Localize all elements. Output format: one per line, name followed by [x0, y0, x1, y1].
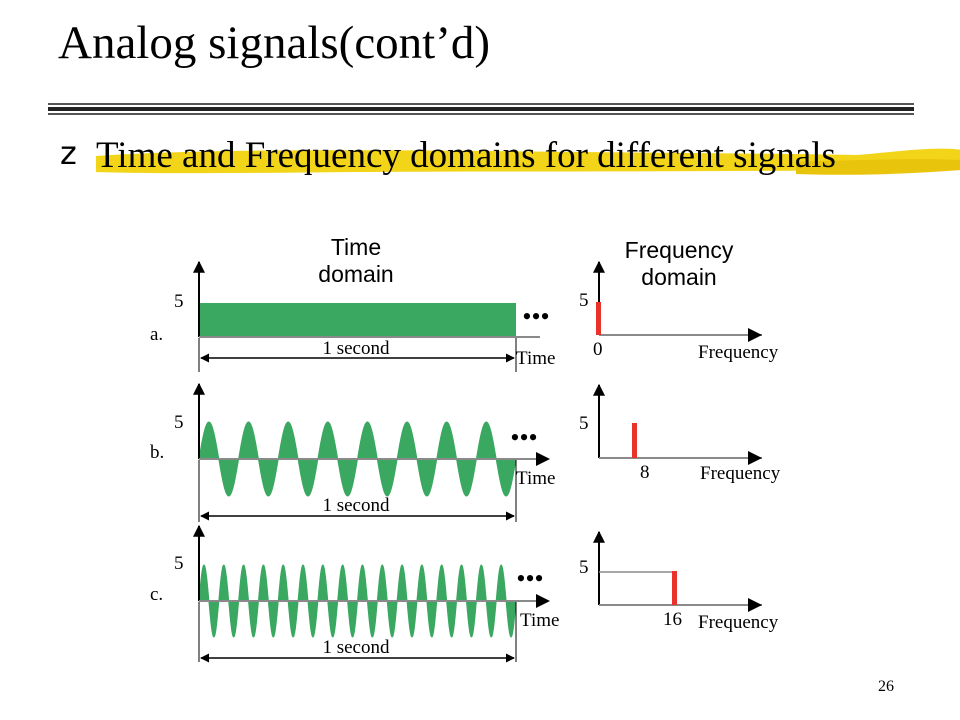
row-b-freq-axis-arrowhead [748, 451, 762, 465]
row-b-continuation: ••• [510, 423, 537, 452]
row-b-freq-amplitude: 5 [579, 413, 589, 434]
row-a: 1 second 5 a. Time ••• 5 0 Frequency [150, 260, 779, 372]
row-b-freq-value: 8 [640, 462, 650, 483]
row-c-duration: 1 second [322, 637, 390, 658]
row-a-time-axis-label: Time [516, 348, 555, 369]
row-b: 1 second 5 b. Time ••• 5 8 Frequency [150, 382, 781, 522]
row-a-freq-axis-label: Frequency [698, 342, 779, 363]
row-c-time-axis-label: Time [520, 610, 559, 631]
row-c-freq-value: 16 [663, 609, 682, 630]
row-c-freq-axis-arrowhead [748, 598, 762, 612]
row-a-freq-amplitude: 5 [579, 290, 589, 311]
freq-domain-header-line1: Frequency [625, 237, 734, 263]
title-divider [48, 103, 914, 115]
row-b-time-axis-arrowhead [536, 452, 550, 466]
row-c-label: c. [150, 584, 163, 605]
row-c-freq-amplitude: 5 [579, 557, 589, 578]
bullet-text: Time and Frequency domains for different… [96, 135, 836, 176]
row-a-freq-value: 0 [593, 339, 603, 360]
row-c: 1 second 5 c. Time ••• 5 16 Frequency [150, 524, 779, 663]
row-c-freq-spike [672, 571, 677, 605]
highlighter-stroke [96, 148, 960, 175]
page-number: 26 [878, 678, 894, 695]
row-a-continuation: ••• [522, 302, 549, 331]
row-b-duration: 1 second [322, 495, 390, 516]
row-b-time-axis-label: Time [516, 468, 555, 489]
row-a-signal [199, 303, 516, 337]
time-domain-header-line2: domain [318, 261, 393, 287]
row-a-label: a. [150, 324, 163, 345]
slide-title: Analog signals(cont’d) [58, 17, 491, 69]
row-c-amplitude: 5 [174, 553, 184, 574]
row-a-freq-spike [596, 302, 601, 335]
row-b-freq-axis-label: Frequency [700, 463, 781, 484]
row-c-continuation: ••• [516, 564, 543, 593]
row-b-amplitude: 5 [174, 412, 184, 433]
time-domain-header-line1: Time [331, 234, 381, 260]
row-a-freq-axis-arrowhead [748, 328, 762, 342]
row-c-time-axis-arrowhead [536, 594, 550, 608]
row-a-duration: 1 second [322, 338, 390, 359]
freq-domain-header-line2: domain [641, 264, 716, 290]
row-c-freq-axis-label: Frequency [698, 612, 779, 633]
row-a-amplitude: 5 [174, 291, 184, 312]
z-bullet-icon: z [60, 134, 77, 172]
row-b-label: b. [150, 442, 164, 463]
row-b-freq-spike [632, 423, 637, 458]
